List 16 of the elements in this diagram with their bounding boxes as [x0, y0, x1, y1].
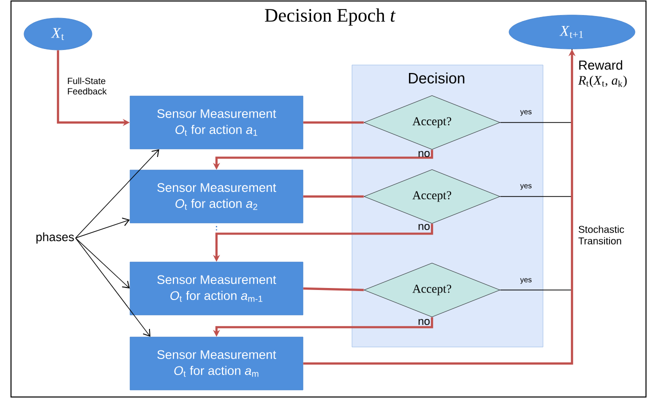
- arrow: [75, 238, 150, 337]
- arrow: [75, 218, 130, 238]
- phases-label: phases: [36, 232, 74, 244]
- arrow: [75, 149, 160, 238]
- edge-label: Full-State Feedback: [68, 78, 107, 94]
- sensor-box: Sensor Measurement O$_{t}$ for action a$_{m}$: [130, 336, 304, 390]
- edge-label: no: [418, 319, 430, 326]
- edge-label: Stochastic Transition: [578, 226, 624, 244]
- sensor-box: Sensor Measurement O$_{t}$ for action a$_{2}$: [130, 170, 304, 224]
- edge-label: no: [418, 151, 430, 158]
- edge-label: no: [418, 224, 430, 230]
- sensor-box: Sensor Measurement O$_{t}$ for action a$_{1}$: [130, 96, 304, 150]
- reward-label: Reward R$_{t}$(X$_{t}$, a$_{k}$): [578, 60, 627, 88]
- sensor-box: Sensor Measurement O$_{t}$ for action a$_{m-1}$: [130, 262, 304, 316]
- arrow: [75, 238, 130, 288]
- title: Decision Epoch t: [264, 8, 396, 26]
